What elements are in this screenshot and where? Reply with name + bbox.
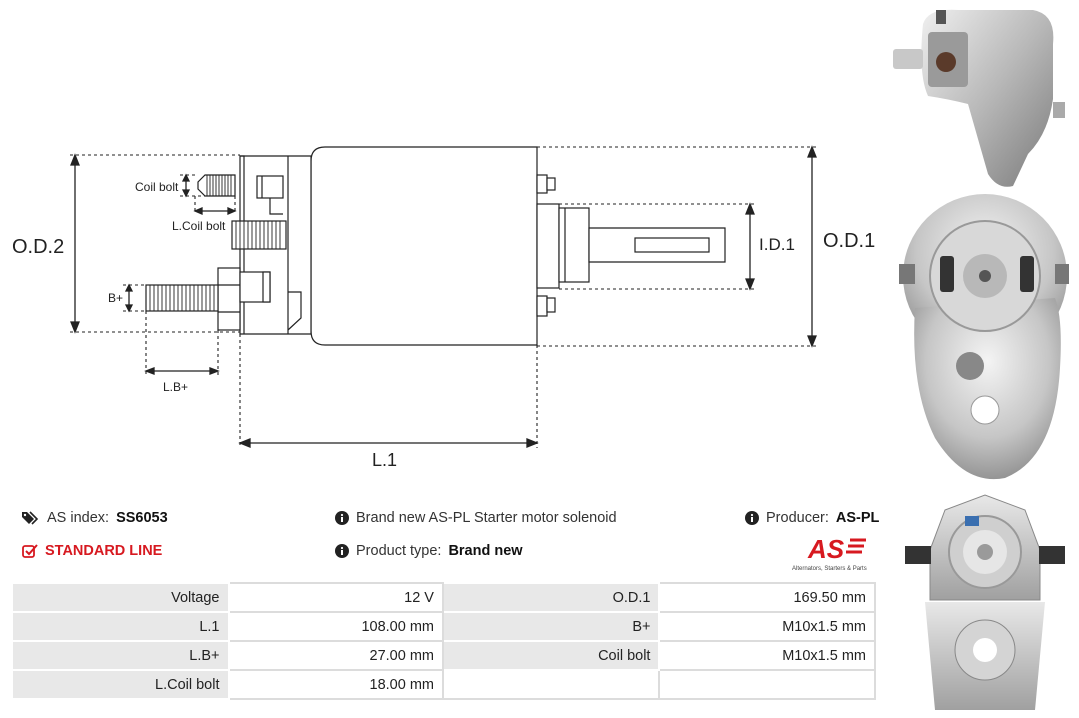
logo-tagline: Alternators, Starters & Parts [792, 566, 867, 572]
product-type-label: Product type: [356, 543, 442, 559]
spec-value: M10x1.5 mm [658, 611, 876, 642]
l-coil-bolt-label: L.Coil bolt [172, 219, 226, 233]
standard-line-label: STANDARD LINE [45, 543, 163, 559]
id1-label: I.D.1 [759, 235, 795, 254]
table-row: L.1 108.00 mm B+ M10x1.5 mm [11, 611, 876, 642]
spec-label: Voltage [11, 582, 230, 613]
product-photo-front [899, 194, 1069, 480]
description-text: Brand new AS-PL Starter motor solenoid [356, 510, 617, 526]
od1-label: O.D.1 [823, 230, 875, 252]
spec-label: L.1 [11, 611, 230, 642]
spec-value: 108.00 mm [227, 611, 444, 642]
spec-label: O.D.1 [441, 582, 661, 613]
producer-label: Producer: [766, 510, 829, 526]
spec-label: B+ [441, 611, 661, 642]
product-type: Product type: Brand new [335, 543, 523, 559]
od2-label: O.D.2 [12, 236, 64, 258]
spec-label: L.B+ [11, 640, 230, 671]
as-index-label: AS index: [47, 510, 110, 526]
product-type-value: Brand new [448, 543, 523, 559]
spec-value: 18.00 mm [227, 669, 444, 700]
l-b-plus-label: L.B+ [163, 380, 188, 394]
producer: Producer: AS-PL [745, 510, 879, 526]
product-photo-side [893, 9, 1065, 187]
info-icon [745, 511, 759, 525]
spec-value: 169.50 mm [658, 582, 876, 613]
as-index: AS index: SS6053 [22, 510, 168, 526]
svg-text:AS: AS [807, 534, 845, 564]
spec-label-empty [441, 669, 661, 700]
standard-line: STANDARD LINE [22, 543, 162, 559]
spec-value: 12 V [227, 582, 444, 613]
info-icon [335, 544, 349, 558]
coil-bolt-label: Coil bolt [135, 180, 179, 194]
info-icon [335, 511, 349, 525]
b-plus-label: B+ [108, 291, 123, 305]
table-row: L.B+ 27.00 mm Coil bolt M10x1.5 mm [11, 640, 876, 671]
spec-label: Coil bolt [441, 640, 661, 671]
check-square-icon [22, 544, 38, 558]
as-pl-logo: AS Alternators, Starters & Parts [792, 534, 867, 572]
producer-value: AS-PL [835, 510, 880, 526]
table-row: Voltage 12 V O.D.1 169.50 mm [11, 582, 876, 613]
dimension-drawing: O.D.2 O.D.1 I.D.1 L.1 Coil bolt L.Coil b… [12, 145, 875, 470]
table-row: L.Coil bolt 18.00 mm [11, 669, 876, 700]
l1-label: L.1 [372, 450, 397, 470]
spec-value: M10x1.5 mm [658, 640, 876, 671]
as-index-value: SS6053 [116, 510, 168, 526]
specs-table: Voltage 12 V O.D.1 169.50 mm L.1 108.00 … [11, 582, 876, 700]
tag-icon [22, 511, 39, 525]
spec-label: L.Coil bolt [11, 669, 230, 700]
description: Brand new AS-PL Starter motor solenoid [335, 510, 617, 526]
spec-value-empty [658, 669, 876, 700]
spec-value: 27.00 mm [227, 640, 444, 671]
product-photo-top [905, 494, 1065, 710]
